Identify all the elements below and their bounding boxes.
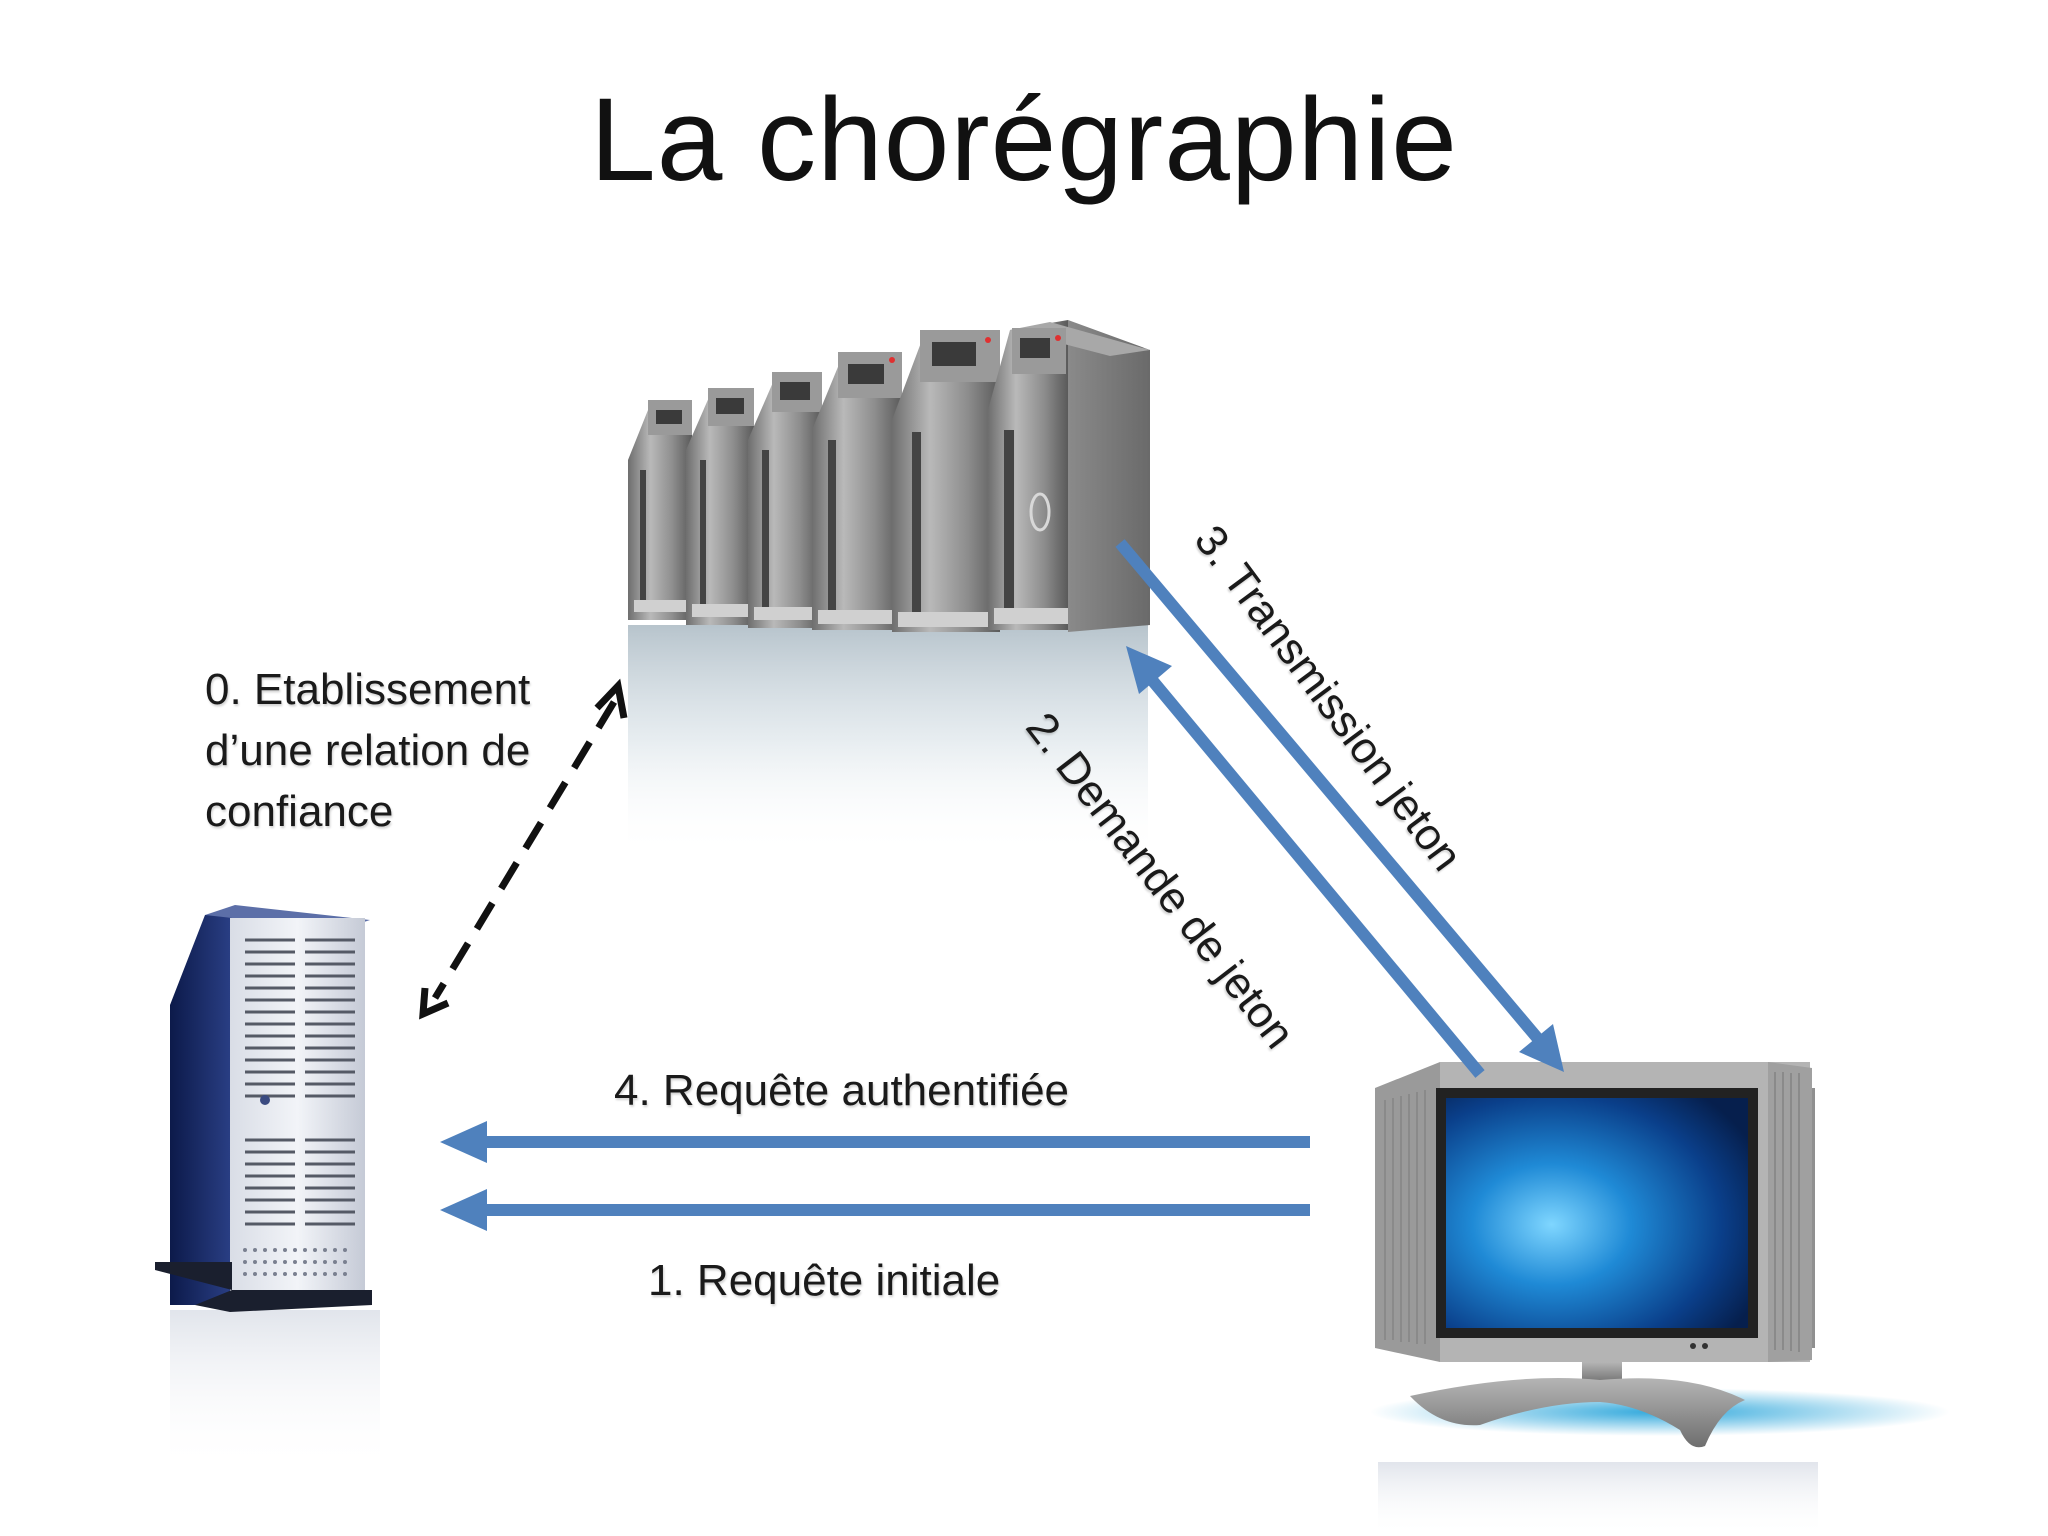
tower-server-icon	[155, 905, 380, 1470]
arrow-step4-authenticated	[440, 1121, 1310, 1163]
page-title: La chorégraphie	[590, 74, 1458, 206]
arrow-step1-initial	[440, 1189, 1310, 1231]
arrow-step3-token-transmission	[1115, 539, 1564, 1072]
label-step0: 0. Etablissement d’une relation de confi…	[205, 659, 530, 842]
label-step1: 1. Requête initiale	[648, 1256, 1001, 1305]
label-step0-line3: confiance	[205, 787, 394, 836]
label-step0-line2: d’une relation de	[205, 726, 531, 775]
monitor-icon	[1370, 1062, 1950, 1536]
label-step4: 4. Requête authentifiée	[614, 1066, 1070, 1115]
arrow-step2-token-request	[1126, 646, 1485, 1078]
server-cluster-icon	[628, 320, 1150, 855]
label-step0-line1: 0. Etablissement	[205, 665, 531, 714]
arrow-step0-trust	[419, 678, 628, 1020]
